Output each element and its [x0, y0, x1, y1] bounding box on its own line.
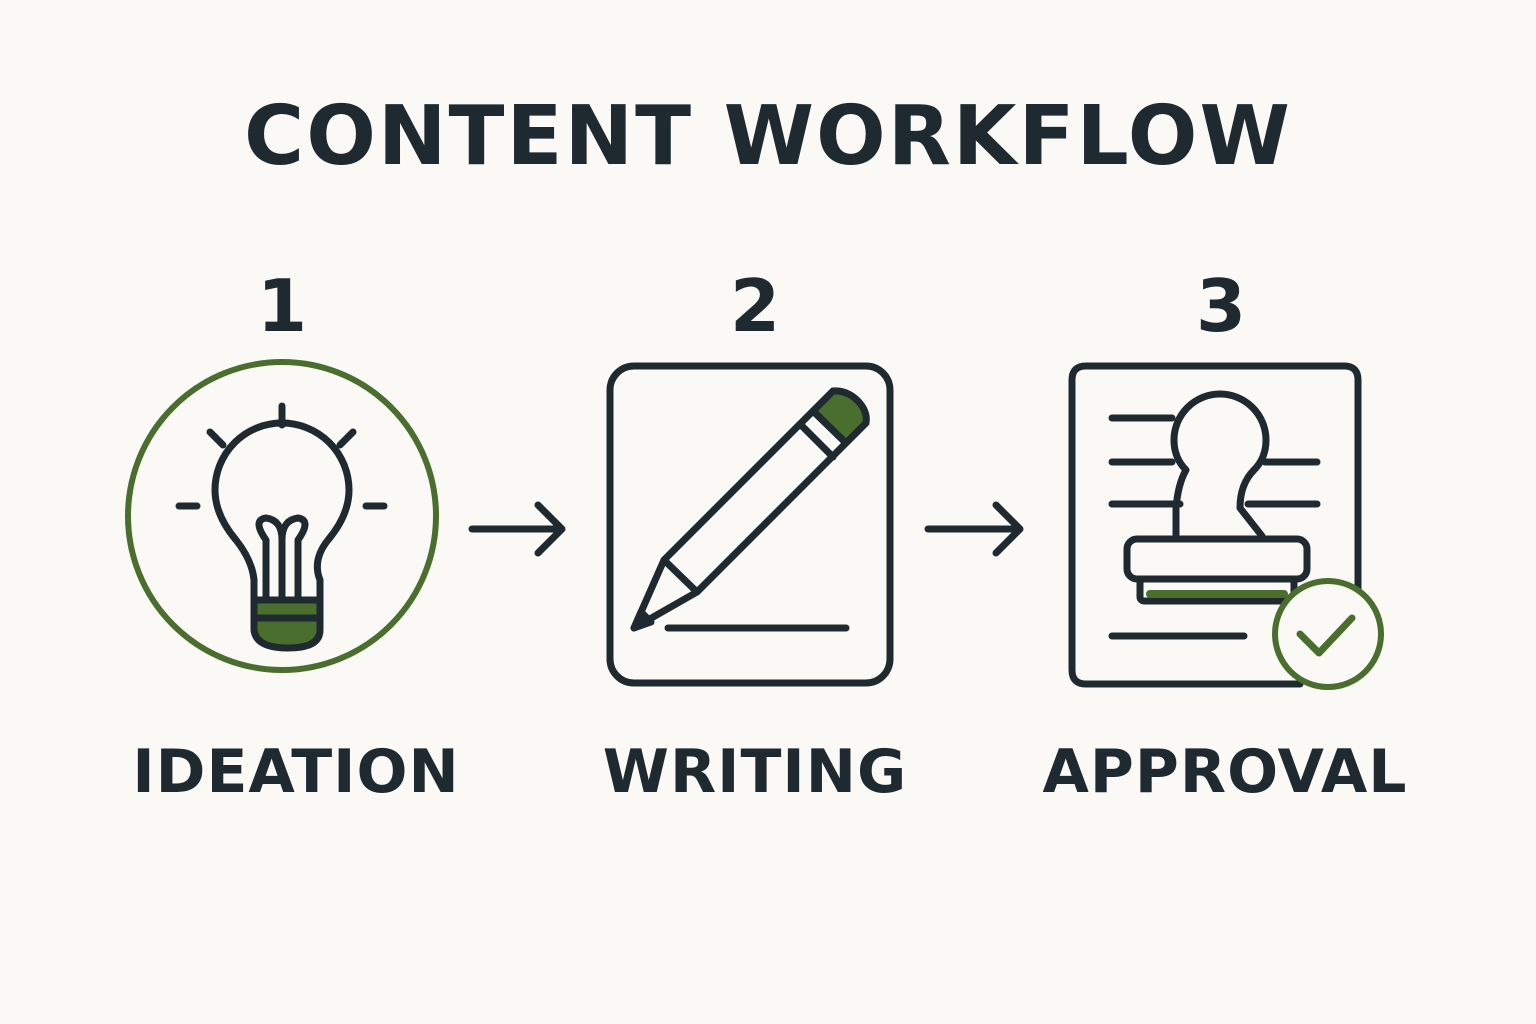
step-number-3: 3: [1195, 264, 1247, 348]
arrow-right-icon: [468, 501, 566, 557]
lightbulb-icon: [125, 359, 439, 673]
stamp-document-icon: [1068, 362, 1384, 690]
step-label-approval: APPROVAL: [1042, 737, 1408, 807]
step-label-writing: WRITING: [602, 737, 908, 807]
step-number-2: 2: [729, 264, 781, 348]
page-title: CONTENT WORKFLOW: [244, 89, 1292, 184]
step-label-ideation: IDEATION: [132, 737, 460, 807]
step-number-1: 1: [256, 264, 308, 348]
arrow-right-icon: [924, 501, 1024, 557]
pencil-icon: [606, 362, 894, 687]
